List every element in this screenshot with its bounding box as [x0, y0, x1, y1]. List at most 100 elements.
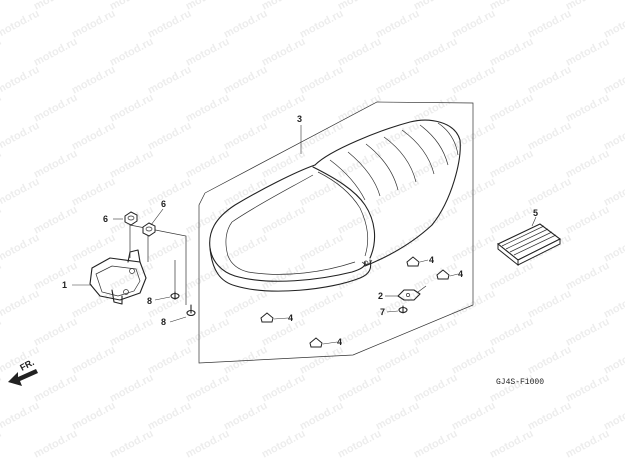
watermark-text: motod.ru [298, 64, 346, 97]
watermark-text: motod.ru [108, 428, 156, 461]
watermark-text: motod.ru [260, 428, 308, 461]
callout-4: 4 [458, 269, 463, 279]
watermark-text: motod.ru [336, 428, 384, 461]
watermark-text: motod.ru [412, 92, 460, 125]
watermark-text: motod.ru [374, 400, 422, 433]
watermark-text: motod.ru [336, 0, 384, 13]
watermark-text: motod.ru [488, 0, 536, 13]
callout-1: 1 [62, 280, 67, 290]
watermark-text: motod.ru [564, 204, 612, 237]
seat-bracket [89, 249, 147, 305]
seat-assembly-frame [198, 101, 474, 364]
watermark-text: motod.ru [0, 120, 42, 153]
callout-6: 6 [103, 214, 108, 224]
callout-3: 3 [297, 114, 302, 124]
watermark-text: motod.ru [488, 36, 536, 69]
seat-hook [397, 285, 427, 301]
watermark-text: motod.ru [184, 204, 232, 237]
watermark-text: motod.ru [222, 288, 270, 321]
watermark-text: motod.ru [526, 400, 574, 433]
watermark-text: motod.ru [336, 36, 384, 69]
watermark-text: motod.ru [412, 260, 460, 293]
leader-lines [72, 125, 537, 345]
watermark-text: motod.ru [70, 288, 118, 321]
callout-5: 5 [533, 208, 538, 218]
watermark-text: motod.ru [0, 288, 42, 321]
nut [124, 211, 138, 226]
watermark-text: motod.ru [184, 316, 232, 349]
watermark-text: motod.ru [526, 8, 574, 41]
watermark-text: motod.ru [0, 232, 42, 265]
watermark-text: motod.ru [412, 428, 460, 461]
watermark-text: motod.ru [0, 148, 4, 181]
watermark-text: motod.ru [564, 92, 612, 125]
callout-8: 8 [147, 296, 152, 306]
watermark-text: motod.ru [146, 176, 194, 209]
bolt [186, 304, 196, 317]
watermark-text: motod.ru [488, 148, 536, 181]
rubber-cushion [436, 269, 450, 280]
watermark-text: motod.ru [298, 232, 346, 265]
watermark-text: motod.ru [412, 148, 460, 181]
watermark-text: motod.ru [260, 372, 308, 405]
watermark-text: motod.ru [184, 428, 232, 461]
watermark-text: motod.ru [222, 64, 270, 97]
watermark-text: motod.ru [184, 0, 232, 13]
watermark-text: motod.ru [526, 120, 574, 153]
watermark-text: motod.ru [450, 8, 498, 41]
watermark-text: motod.ru [374, 8, 422, 41]
watermark-text: motod.ru [0, 204, 4, 237]
watermark-text: motod.ru [0, 428, 4, 461]
watermark-text: motod.ru [260, 0, 308, 13]
watermark-text: motod.ru [298, 8, 346, 41]
seat [209, 119, 461, 292]
watermark-text: motod.ru [336, 316, 384, 349]
watermark-text: motod.ru [412, 36, 460, 69]
watermark-text: motod.ru [108, 316, 156, 349]
watermark-text: motod.ru [0, 36, 4, 69]
callout-7: 7 [380, 307, 385, 317]
watermark-text: motod.ru [70, 176, 118, 209]
watermark-text: motod.ru [450, 120, 498, 153]
watermark-text: motod.ru [450, 232, 498, 265]
watermark-text: motod.ru [184, 92, 232, 125]
watermark-text: motod.ru [146, 400, 194, 433]
watermark-text: motod.ru [374, 344, 422, 377]
callout-6: 6 [161, 199, 166, 209]
callout-4: 4 [288, 313, 293, 323]
watermark-text: motod.ru [146, 64, 194, 97]
watermark-text: motod.ru [0, 8, 42, 41]
watermark-text: motod.ru [70, 8, 118, 41]
watermark-text: motod.ru [70, 344, 118, 377]
watermark-text: motod.ru [70, 120, 118, 153]
watermark-text: motod.ru [222, 344, 270, 377]
watermark-text: motod.ru [32, 148, 80, 181]
watermark-text: motod.ru [526, 288, 574, 321]
watermark-text: motod.ru [108, 372, 156, 405]
watermark-text: motod.ru [450, 344, 498, 377]
watermark-text: motod.ru [260, 204, 308, 237]
watermark-text: motod.ru [336, 260, 384, 293]
watermark-text: motod.ru [0, 372, 4, 405]
watermark-text: motod.ru [564, 36, 612, 69]
watermark-text: motod.ru [374, 64, 422, 97]
watermark-text: motod.ru [222, 8, 270, 41]
watermark-text: motod.ru [488, 316, 536, 349]
watermark-text: motod.ru [564, 0, 612, 13]
callout-4: 4 [429, 255, 434, 265]
watermark-text: motod.ru [526, 344, 574, 377]
watermark-text: motod.ru [450, 288, 498, 321]
watermark-text: motod.ru [184, 372, 232, 405]
watermark-text: motod.ru [70, 64, 118, 97]
watermark-text: motod.ru [564, 316, 612, 349]
watermark-text: motod.ru [108, 260, 156, 293]
watermark-text: motod.ru [298, 344, 346, 377]
watermark-text: motod.ru [298, 120, 346, 153]
rubber-cushion [406, 256, 420, 267]
watermark-text: motod.ru [0, 316, 4, 349]
watermark-text: motod.ru [526, 64, 574, 97]
diagram-code: GJ4S-F1000 [496, 378, 544, 387]
bolt [170, 291, 180, 300]
watermark-text: motod.ru [298, 288, 346, 321]
